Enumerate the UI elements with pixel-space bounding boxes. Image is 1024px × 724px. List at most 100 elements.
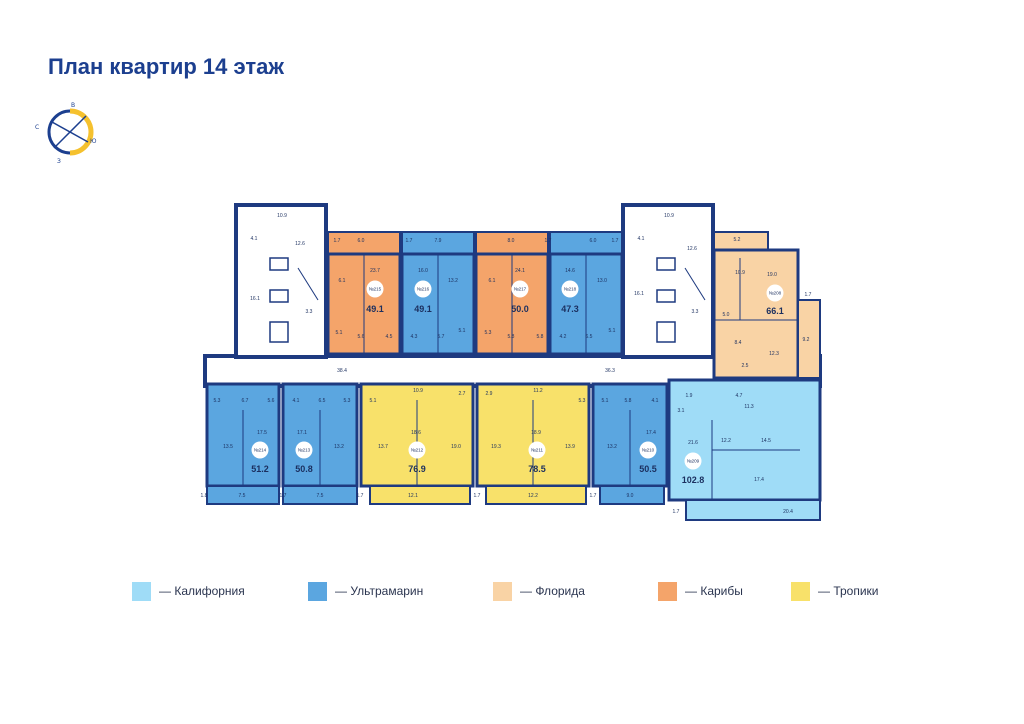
- room-area-label: 12.3: [769, 351, 779, 357]
- room-area-label: 13.7: [378, 444, 388, 450]
- legend-item: — Карибы: [658, 580, 743, 602]
- room-area-label: 5.1: [602, 398, 609, 404]
- legend-label: — Карибы: [685, 584, 743, 598]
- room-area-label: 6.0: [590, 238, 597, 244]
- room-area-label: 5.1: [609, 328, 616, 334]
- room-area-label: 2.5: [742, 363, 749, 369]
- apartment-area-label: 50.0: [511, 304, 529, 314]
- stair-area-label: 10.9: [277, 213, 287, 219]
- legend-label: — Тропики: [818, 584, 879, 598]
- room-area-label: 14.5: [761, 438, 771, 444]
- apartment-number-badge: [251, 441, 269, 459]
- room-area-label: 1.7: [545, 238, 552, 244]
- room-area-label: 5.1: [370, 398, 377, 404]
- room-area-label: 6.1: [339, 278, 346, 284]
- room-area-label: 8.4: [735, 340, 742, 346]
- apartment-number-badge: [561, 280, 579, 298]
- legend-label: — Калифорния: [159, 584, 245, 598]
- legend-item: — Калифорния: [132, 580, 245, 602]
- stair-area-label: 12.6: [687, 246, 697, 252]
- room-area-label: 4.3: [411, 334, 418, 340]
- room-area-label: 17.4: [754, 477, 764, 483]
- room-area-label: 1.7: [590, 493, 597, 499]
- apartment-number-label: №217: [514, 287, 527, 292]
- legend: — Калифорния — Ультрамарин — Флорида — Кари…: [132, 580, 912, 602]
- room-area-label: 7.5: [239, 493, 246, 499]
- room-area-label: 20.4: [783, 509, 793, 515]
- legend-swatch: [493, 581, 512, 601]
- room-area-label: 10.9: [413, 388, 423, 394]
- corridor-area-label: 36.3: [605, 368, 615, 374]
- room-area-label: 17.5: [257, 430, 267, 436]
- room-area-label: 1.8: [201, 493, 208, 499]
- room-area-label: 5.2: [734, 237, 741, 243]
- room-area-label: 11.2: [533, 388, 543, 394]
- room-area-label: 7.5: [317, 493, 324, 499]
- apartment-number-badge: [766, 284, 784, 302]
- compass-west-label: С: [35, 124, 40, 131]
- room-area-label: 3.1: [678, 408, 685, 414]
- legend-item: — Ультрамарин: [308, 580, 423, 602]
- room-area-label: 4.2: [560, 334, 567, 340]
- compass: В Ю З С: [30, 100, 102, 166]
- legend-swatch: [132, 581, 151, 601]
- room-area-label: 1.7: [474, 493, 481, 499]
- room-area-label: 23.7: [370, 268, 380, 274]
- apartment-area-label: 78.5: [528, 464, 546, 474]
- room-area-label: 5.8: [508, 334, 515, 340]
- room-area-label: 2.9: [486, 391, 493, 397]
- room-area-label: 5.8: [537, 334, 544, 340]
- apartment-number-badge: [366, 280, 384, 298]
- room-area-label: 4.5: [386, 334, 393, 340]
- apartment-209[interactable]: [667, 378, 822, 521]
- legend-item: — Тропики: [791, 580, 879, 602]
- room-area-label: 5.3: [485, 330, 492, 336]
- room-area-label: 6.5: [319, 398, 326, 404]
- room-area-label: 18.6: [411, 430, 421, 436]
- room-area-label: 19.3: [491, 444, 501, 450]
- room-area-label: 1.7: [406, 238, 413, 244]
- stair-area-label: 4.1: [638, 236, 645, 242]
- room-area-label: 5.1: [459, 328, 466, 334]
- room-area-label: 1.7: [612, 238, 619, 244]
- apartment-number-label: №212: [411, 448, 424, 453]
- page-title: План квартир 14 этаж: [48, 54, 284, 79]
- room-area-label: 19.0: [767, 272, 777, 278]
- room-area-label: 7.9: [435, 238, 442, 244]
- stair-area-label: 16.1: [250, 296, 260, 302]
- legend-swatch: [308, 581, 327, 601]
- apartment-area-label: 50.8: [295, 464, 313, 474]
- legend-item: — Флорида: [493, 580, 585, 602]
- apartment-number-label: №216: [417, 287, 430, 292]
- room-area-label: 4.1: [652, 398, 659, 404]
- room-area-label: 14.6: [565, 268, 575, 274]
- room-area-label: 1.9: [686, 393, 693, 399]
- room-area-label: 21.6: [688, 440, 698, 446]
- room-area-label: 13.9: [565, 444, 575, 450]
- stair-area-label: 16.1: [634, 291, 644, 297]
- compass-icon: [47, 108, 94, 156]
- stair-area-label: 4.1: [251, 236, 258, 242]
- room-area-label: 4.1: [293, 398, 300, 404]
- apartment-number-label: №215: [369, 287, 382, 292]
- room-area-label: 5.3: [344, 398, 351, 404]
- room-area-label: 6.7: [242, 398, 249, 404]
- apartment-number-badge: [684, 452, 702, 470]
- room-area-label: 12.1: [408, 493, 418, 499]
- room-area-label: 10.9: [735, 270, 745, 276]
- apartment-number-badge: [295, 441, 313, 459]
- stair-area-label: 12.6: [295, 241, 305, 247]
- legend-label: — Ультрамарин: [335, 584, 424, 598]
- apartment-208[interactable]: [712, 231, 821, 380]
- room-area-label: 9.0: [627, 493, 634, 499]
- stair-area-label: 3.3: [692, 309, 699, 315]
- apartment-number-label: №209: [687, 459, 700, 464]
- apartment-area-label: 49.1: [366, 304, 384, 314]
- apartment-area-label: 76.9: [408, 464, 426, 474]
- room-area-label: 5.6: [268, 398, 275, 404]
- apartment-area-label: 49.1: [414, 304, 432, 314]
- apartment-area-label: 66.1: [766, 306, 784, 316]
- room-area-label: 5.7: [438, 334, 445, 340]
- room-area-label: 5.0: [723, 312, 730, 318]
